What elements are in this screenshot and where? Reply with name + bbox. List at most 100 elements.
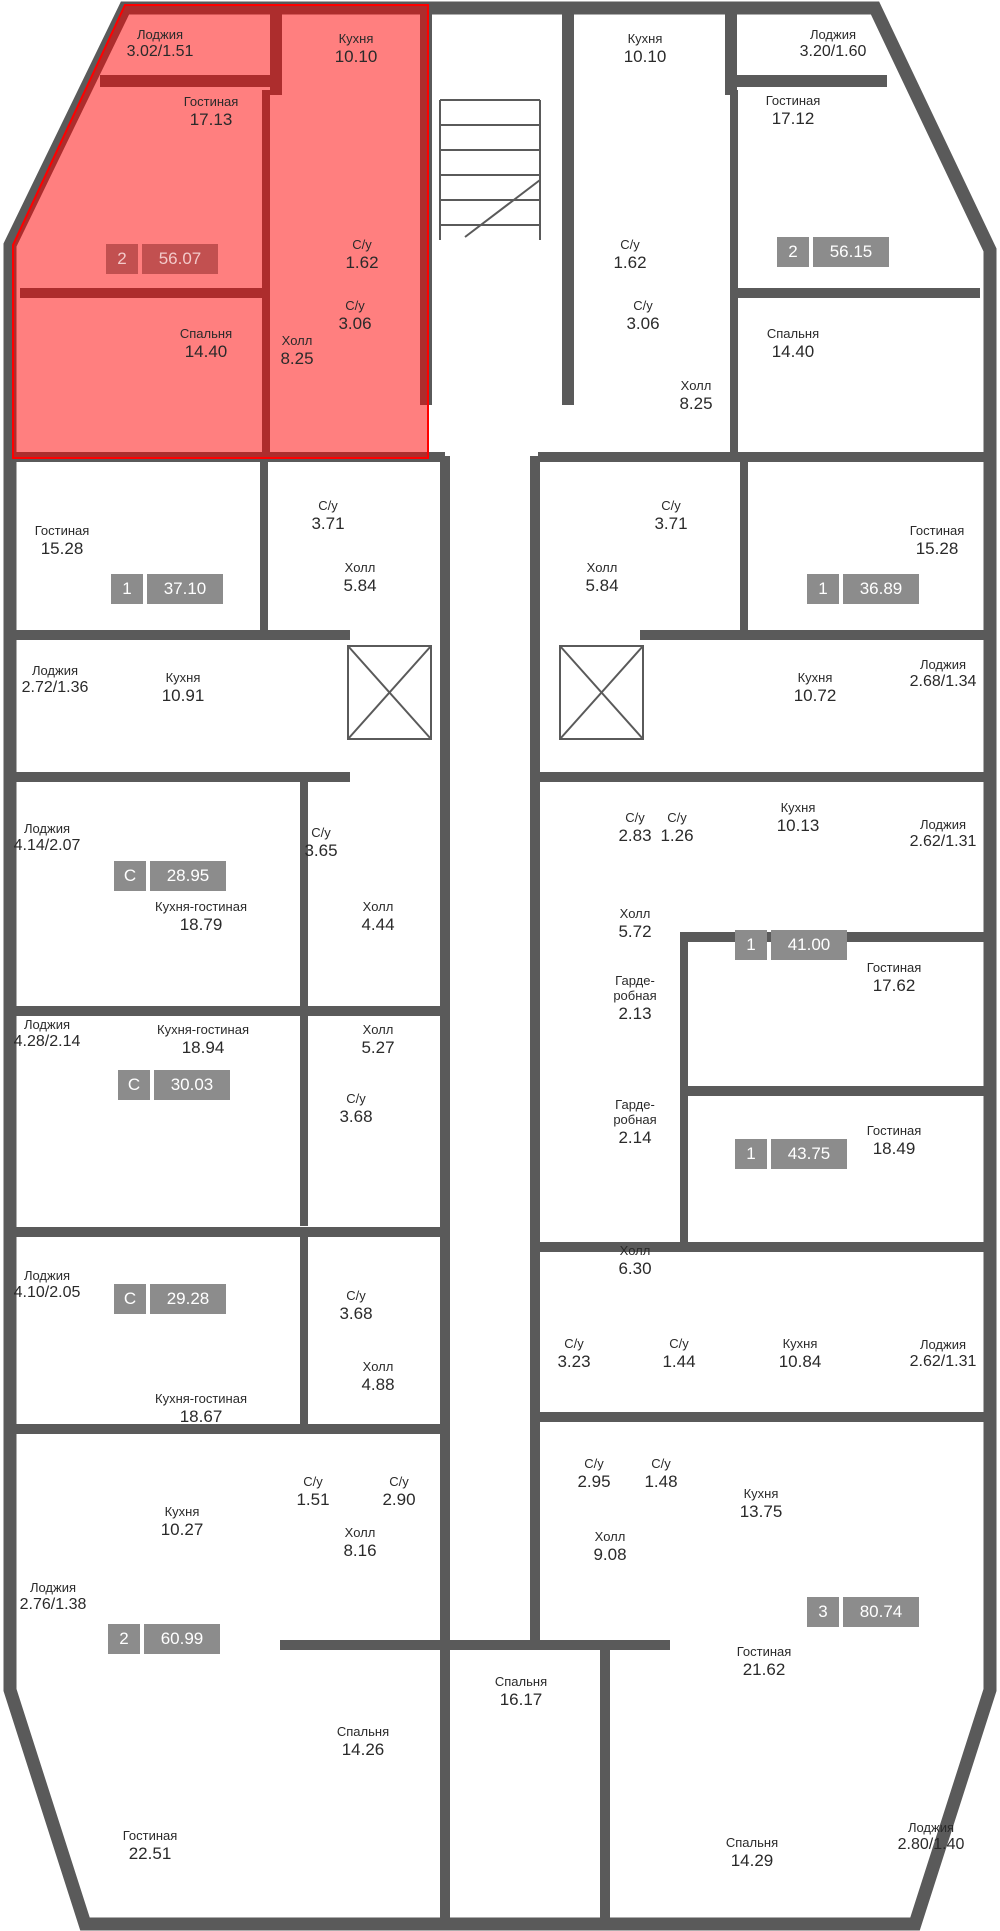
room-area: 2.62/1.31 xyxy=(909,832,977,850)
wall xyxy=(260,456,268,636)
selected-apartment-highlight xyxy=(12,4,429,459)
room-name: Гарде- робная xyxy=(613,1097,657,1127)
apartment-area: 56.15 xyxy=(813,237,889,267)
corridor-wall xyxy=(530,456,540,1646)
wall xyxy=(680,1086,990,1096)
room-area: 3.06 xyxy=(338,313,372,333)
room-area: 21.62 xyxy=(742,1659,786,1679)
room-name: С/у xyxy=(346,1091,366,1106)
room-area: 2.83 xyxy=(618,825,652,845)
room-name: С/у xyxy=(667,810,687,825)
room-area: 1.26 xyxy=(660,825,694,845)
room-name: Холл xyxy=(344,1525,376,1540)
wall xyxy=(10,1424,440,1434)
room-name: Холл xyxy=(586,560,618,575)
room-area: 4.28/2.14 xyxy=(13,1032,81,1050)
room-name: Лоджия xyxy=(809,27,857,42)
room-name: Лоджия xyxy=(23,821,71,836)
room-name: Холл xyxy=(362,899,394,914)
room-area: 1.48 xyxy=(644,1471,678,1491)
room-area: 3.65 xyxy=(304,840,338,860)
room-name: Лоджия xyxy=(23,1017,71,1032)
room-area: 5.84 xyxy=(585,575,619,595)
room-area: 3.71 xyxy=(654,513,688,533)
room-name: Кухня-гостиная xyxy=(157,1022,249,1037)
room-name: Холл xyxy=(362,1359,394,1374)
room-name: С/у xyxy=(318,498,338,513)
wall xyxy=(300,1237,308,1427)
room-area: 10.72 xyxy=(793,685,837,705)
wall xyxy=(725,5,737,95)
room-area: 3.20/1.60 xyxy=(799,42,867,60)
wall xyxy=(740,456,748,636)
room-area: 10.84 xyxy=(778,1351,822,1371)
apartment-area: 30.03 xyxy=(154,1070,230,1100)
room-area: 5.72 xyxy=(618,921,652,941)
room-area: 1.62 xyxy=(345,252,379,272)
room-area: 2.13 xyxy=(618,1003,652,1023)
room-name: Кухня xyxy=(743,1486,779,1501)
apartment-area: 60.99 xyxy=(144,1624,220,1654)
room-area: 2.95 xyxy=(577,1471,611,1491)
room-area: 10.10 xyxy=(334,46,378,66)
room-name: С/у xyxy=(625,810,645,825)
elevator-shaft-cross xyxy=(559,645,644,740)
room-area: 2.80/1.40 xyxy=(897,1835,965,1853)
room-area: 10.27 xyxy=(160,1519,204,1539)
room-name: С/у xyxy=(346,1288,366,1303)
room-area: 2.90 xyxy=(382,1489,416,1509)
apartment-room-count: 1 xyxy=(807,574,839,604)
room-area: 8.16 xyxy=(343,1540,377,1560)
room-area: 17.12 xyxy=(771,108,815,128)
wall xyxy=(540,1242,990,1252)
room-name: Гостиная xyxy=(866,960,922,975)
room-name: Кухня xyxy=(782,1336,818,1351)
room-area: 14.26 xyxy=(341,1739,385,1759)
room-name: Кухня xyxy=(627,31,663,46)
elevator-shaft-cross xyxy=(347,645,432,740)
room-name: Лоджия xyxy=(31,663,79,678)
room-area: 2.72/1.36 xyxy=(21,678,89,696)
room-name: Кухня xyxy=(165,670,201,685)
room-name: Кухня xyxy=(338,31,374,46)
